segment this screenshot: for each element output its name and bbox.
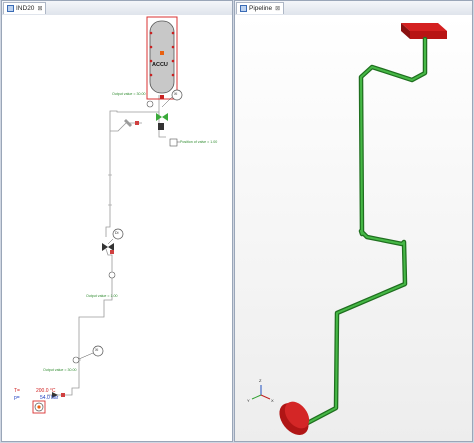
pipe-segment bbox=[109, 95, 160, 131]
component-marker bbox=[110, 250, 114, 254]
position-box bbox=[169, 138, 178, 147]
top-cap-front-face bbox=[401, 23, 410, 39]
valve-green bbox=[156, 113, 162, 121]
selection-handle bbox=[171, 45, 175, 49]
xi-controller-1 bbox=[171, 89, 183, 101]
sensor-node-3 bbox=[72, 356, 80, 364]
schematic-drawing bbox=[32, 16, 183, 414]
annotation-output-value-1: Output value = 30.00 bbox=[112, 92, 146, 96]
selection-handle bbox=[149, 73, 153, 77]
y-axis bbox=[251, 394, 262, 400]
tab-pipeline-label: Pipeline bbox=[249, 5, 273, 12]
annotation-output-value-3: Output value = 30.00 bbox=[43, 368, 77, 372]
pipeline-icon bbox=[240, 5, 247, 12]
selection-handle bbox=[149, 45, 153, 49]
x-axis bbox=[260, 394, 271, 400]
annotation-position-valve: Position of valve = 1.00 bbox=[180, 140, 218, 144]
center-marker bbox=[160, 51, 164, 55]
component-marker bbox=[135, 121, 139, 125]
pipe-segment bbox=[105, 248, 113, 283]
pipe-segment bbox=[78, 283, 113, 343]
tab-ind20-label: IND20 bbox=[16, 5, 35, 12]
valve-body bbox=[158, 123, 164, 130]
selection-handle bbox=[171, 31, 175, 35]
top-cap-side-face bbox=[410, 31, 447, 39]
accumulator-vessel bbox=[149, 20, 175, 94]
z-axis-label: Z bbox=[259, 378, 262, 383]
sensor-node-2 bbox=[108, 271, 116, 279]
selection-handle bbox=[171, 59, 175, 63]
pressure-label: p= bbox=[14, 395, 20, 401]
temperature-value: 200.0 °C bbox=[36, 388, 56, 394]
selection-handle bbox=[171, 73, 175, 77]
diagram-icon bbox=[7, 5, 14, 12]
tab-ind20[interactable]: IND20 ⊠ bbox=[3, 2, 47, 14]
sensor-node-1 bbox=[146, 100, 154, 108]
valve-green bbox=[162, 113, 168, 121]
bottom-cap-face bbox=[284, 401, 310, 429]
close-icon[interactable]: ⊠ bbox=[37, 6, 43, 12]
pipe-3d-highlight bbox=[297, 38, 426, 429]
y-axis-label: Y bbox=[247, 398, 250, 403]
xi-controller-2 bbox=[92, 345, 104, 357]
valve-2 bbox=[108, 243, 114, 251]
di-controller bbox=[112, 228, 124, 240]
valve-2 bbox=[102, 243, 108, 251]
xi-controller-1-label: XI bbox=[174, 92, 178, 96]
selection-handle bbox=[149, 59, 153, 63]
tab-pipeline[interactable]: Pipeline ⊠ bbox=[236, 2, 285, 14]
pipe-segment bbox=[105, 131, 111, 237]
signal-line bbox=[107, 238, 114, 245]
annotation-output-value-2: Output value = 1.00 bbox=[86, 294, 118, 298]
pipeline-3d-viewport[interactable]: Z Y X bbox=[235, 15, 472, 441]
xi-controller-2-label: XI bbox=[95, 348, 99, 352]
pipeline-panel: Pipeline ⊠ Z Y X bbox=[234, 0, 473, 442]
close-icon[interactable]: ⊠ bbox=[275, 6, 281, 12]
pipeline-tab-bar: Pipeline ⊠ bbox=[235, 1, 472, 16]
temperature-label: T= bbox=[14, 388, 20, 394]
di-controller-label: Di bbox=[115, 231, 119, 235]
source-selection-box bbox=[32, 400, 46, 414]
signal-line bbox=[161, 96, 173, 108]
schematic-canvas[interactable]: ACCU XI Di XI Output value = 30.00 Posit… bbox=[2, 15, 232, 441]
ind20-tab-bar: IND20 ⊠ bbox=[2, 1, 232, 16]
source-node-core bbox=[37, 405, 41, 409]
pipe-segment bbox=[110, 122, 142, 132]
signal-line bbox=[78, 352, 94, 360]
x-axis-label: X bbox=[271, 398, 274, 403]
ind20-panel: IND20 ⊠ bbox=[1, 0, 233, 442]
accu-label: ACCU bbox=[152, 62, 168, 68]
selection-handle bbox=[160, 95, 164, 99]
component-marker bbox=[61, 393, 65, 397]
pipeline-3d-drawing: Z Y X bbox=[247, 23, 447, 435]
selection-handle bbox=[149, 31, 153, 35]
source-valve bbox=[52, 392, 58, 398]
pressure-value: 54.0 bar bbox=[40, 395, 59, 401]
pipe-flange bbox=[124, 119, 132, 127]
top-cap-top-face bbox=[401, 23, 447, 31]
pipe-segment bbox=[158, 112, 166, 138]
